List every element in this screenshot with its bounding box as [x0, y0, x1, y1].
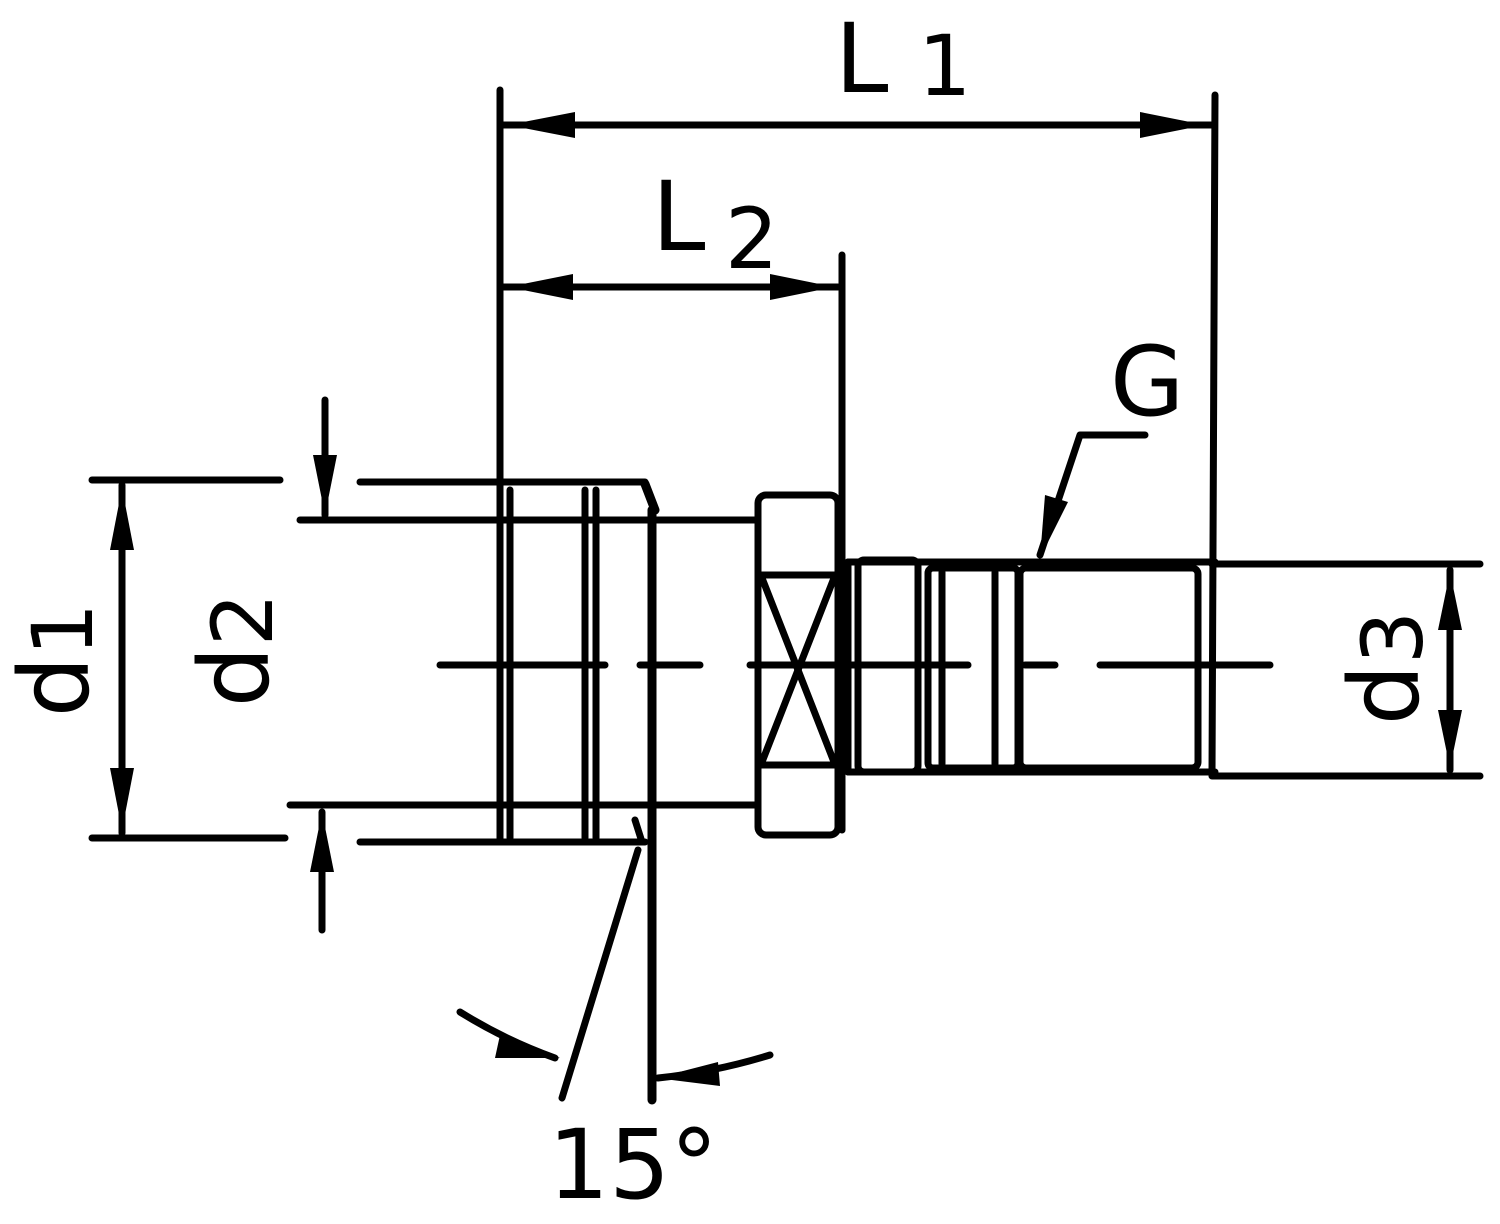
- left-body: [286, 478, 762, 1105]
- arrowhead: [495, 1035, 560, 1058]
- dimension-angle: 15°: [456, 846, 774, 1221]
- arrowhead: [1140, 112, 1205, 138]
- label-g: G: [1110, 326, 1184, 438]
- cone-angle-line: [558, 846, 642, 1102]
- extension-line-right: [1208, 91, 1219, 779]
- arrowhead: [110, 768, 134, 830]
- hex-flat-cross: [758, 574, 838, 766]
- dimension-d2: d2: [179, 396, 337, 934]
- label-d2: d2: [179, 593, 292, 707]
- arrowhead: [313, 455, 337, 515]
- arrowhead: [110, 488, 134, 550]
- cone-chamfer: [640, 479, 660, 515]
- arrowhead: [1438, 572, 1462, 630]
- label-angle: 15°: [548, 1109, 718, 1221]
- arrowhead: [770, 274, 834, 300]
- arrowhead: [508, 112, 575, 138]
- arrowhead: [656, 1062, 720, 1086]
- label-d1: d1: [0, 603, 112, 717]
- dimension-d1: d1: [0, 476, 289, 842]
- cone-chamfer: [631, 816, 646, 846]
- arrowhead: [310, 812, 334, 872]
- arrowhead: [508, 274, 573, 300]
- arrowhead: [1438, 710, 1462, 768]
- label-d3: d3: [1329, 611, 1442, 725]
- arrowhead: [1040, 495, 1068, 558]
- dimension-d3: d3: [1329, 566, 1462, 774]
- callout-g: G: [1036, 326, 1184, 559]
- g-leader-line: [1036, 431, 1149, 559]
